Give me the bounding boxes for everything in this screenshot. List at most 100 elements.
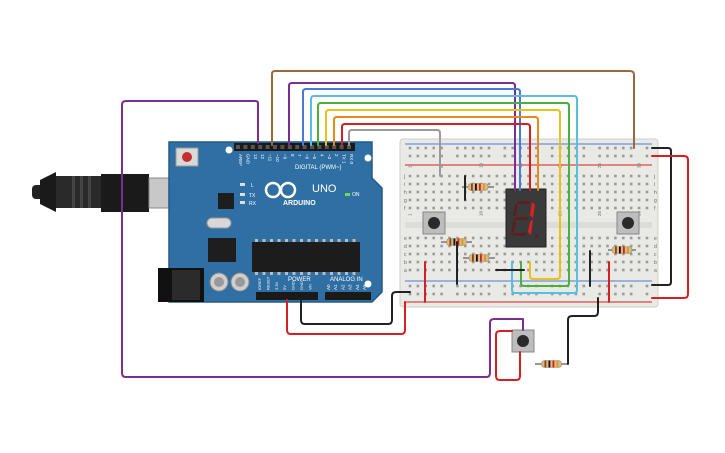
- segment-dp: [535, 234, 539, 238]
- power-label: POWER: [288, 277, 311, 283]
- row-letter: e: [404, 236, 407, 242]
- arduino-board[interactable]: DIGITAL (PWM~) ARDUINO UNO ON L TX RX PO…: [158, 141, 383, 303]
- button-cap[interactable]: [517, 335, 529, 347]
- row-letter: e: [654, 236, 657, 242]
- row-letter: b: [404, 260, 407, 266]
- button-cap[interactable]: [622, 217, 634, 229]
- header-pin[interactable]: [280, 145, 285, 149]
- led-tx: [240, 193, 245, 196]
- usb-plug-neck: [40, 172, 56, 212]
- analog-header: [325, 292, 371, 300]
- header-pin[interactable]: [302, 145, 307, 149]
- header-pin[interactable]: [317, 145, 322, 149]
- pin-label: ~11: [268, 154, 273, 162]
- pin-label: 4: [319, 154, 324, 157]
- wire-orange-segment[interactable]: [333, 116, 539, 191]
- header-pin[interactable]: [265, 145, 270, 149]
- column-number: 25: [597, 210, 602, 216]
- header-pin[interactable]: [273, 145, 277, 149]
- push-button-left[interactable]: [422, 211, 446, 235]
- display-body: [505, 188, 547, 248]
- usb-cable: [32, 172, 172, 212]
- segment-a: [517, 201, 531, 204]
- pin-label: A3: [348, 284, 353, 290]
- wire-purple-segment[interactable]: [288, 82, 516, 191]
- usb-chip: [218, 193, 234, 209]
- resistor-right[interactable]: [608, 246, 636, 254]
- row-letter: g: [404, 198, 407, 204]
- wire-purple-external[interactable]: [121, 100, 524, 378]
- led-rx: [240, 201, 245, 204]
- wire-gray[interactable]: [348, 129, 441, 177]
- header-pin[interactable]: [310, 145, 314, 149]
- pin-label: 2: [334, 154, 339, 157]
- header-pin[interactable]: [243, 145, 248, 149]
- seven-segment-display[interactable]: [505, 188, 547, 248]
- header-pin[interactable]: [236, 145, 240, 149]
- atmega-chip: [252, 242, 360, 272]
- row-letter: c: [404, 252, 407, 258]
- header-pin[interactable]: [347, 145, 351, 149]
- column-number: 30: [637, 162, 642, 168]
- header-pin[interactable]: [332, 145, 337, 149]
- segment-f: [513, 202, 518, 218]
- on-label: ON: [352, 192, 360, 198]
- brand-label: ARDUINO: [283, 200, 316, 207]
- wire-cyan-segment[interactable]: [310, 95, 578, 294]
- segment-c: [528, 219, 533, 235]
- wire-black-external[interactable]: [567, 297, 599, 365]
- push-button-external[interactable]: [511, 329, 535, 353]
- resistor-external[interactable]: [535, 360, 568, 368]
- pin-label: GND: [245, 154, 250, 165]
- pin-label: ~3: [327, 154, 332, 160]
- model-label: UNO: [312, 183, 337, 195]
- usb-plug-housing: [101, 174, 149, 212]
- mounting-hole: [364, 280, 372, 288]
- row-letter: h: [404, 190, 407, 196]
- crystal: [206, 217, 232, 229]
- mounting-hole: [225, 146, 233, 154]
- pin-label: 5V: [282, 285, 287, 290]
- wire-yellow-segment[interactable]: [325, 109, 561, 280]
- column-number: 1: [408, 165, 413, 168]
- pin-label: GND: [299, 281, 304, 290]
- pin-label: TX 1: [342, 154, 347, 164]
- usb-plug-body: [56, 176, 101, 208]
- header-pin[interactable]: [287, 145, 292, 149]
- wire-blue-segment[interactable]: [302, 88, 521, 191]
- wire-black-rail[interactable]: [651, 147, 672, 286]
- led-l: [240, 183, 245, 186]
- column-number: 5: [439, 165, 444, 168]
- row-letter: g: [654, 198, 657, 204]
- mounting-hole: [364, 154, 372, 162]
- wire-brown[interactable]: [271, 70, 635, 149]
- led-label-l: L: [251, 183, 254, 189]
- row-letter: j: [653, 174, 655, 180]
- header-pin[interactable]: [295, 145, 300, 149]
- header-pin[interactable]: [250, 145, 255, 149]
- wire-red-segment[interactable]: [341, 123, 531, 191]
- reset-button-cap[interactable]: [182, 152, 192, 162]
- wire-green-segment[interactable]: [317, 102, 570, 287]
- pin-label: 3.3V: [274, 281, 279, 290]
- button-cap[interactable]: [428, 217, 440, 229]
- wire-red-external[interactable]: [495, 330, 521, 381]
- resistor-lower[interactable]: [463, 254, 495, 262]
- usb-connector-metal: [148, 177, 172, 209]
- pin-label: ~6: [305, 154, 310, 160]
- pin-label: 13: [253, 154, 258, 160]
- pin-label: A0: [326, 284, 331, 290]
- pin-label: ~9: [282, 154, 287, 160]
- pin-label: IOREF: [257, 277, 262, 290]
- pin-label: 12: [260, 154, 265, 160]
- resistor-top[interactable]: [462, 183, 494, 191]
- header-pin[interactable]: [324, 145, 329, 149]
- header-pin[interactable]: [258, 145, 263, 149]
- wire-red-5v[interactable]: [286, 299, 406, 335]
- wire-black-gnd[interactable]: [300, 291, 411, 325]
- header-pin[interactable]: [339, 145, 344, 149]
- column-number: 10: [479, 210, 484, 216]
- row-letter: i: [404, 182, 405, 188]
- push-button-right[interactable]: [616, 211, 640, 235]
- wire-red-rail[interactable]: [651, 155, 689, 299]
